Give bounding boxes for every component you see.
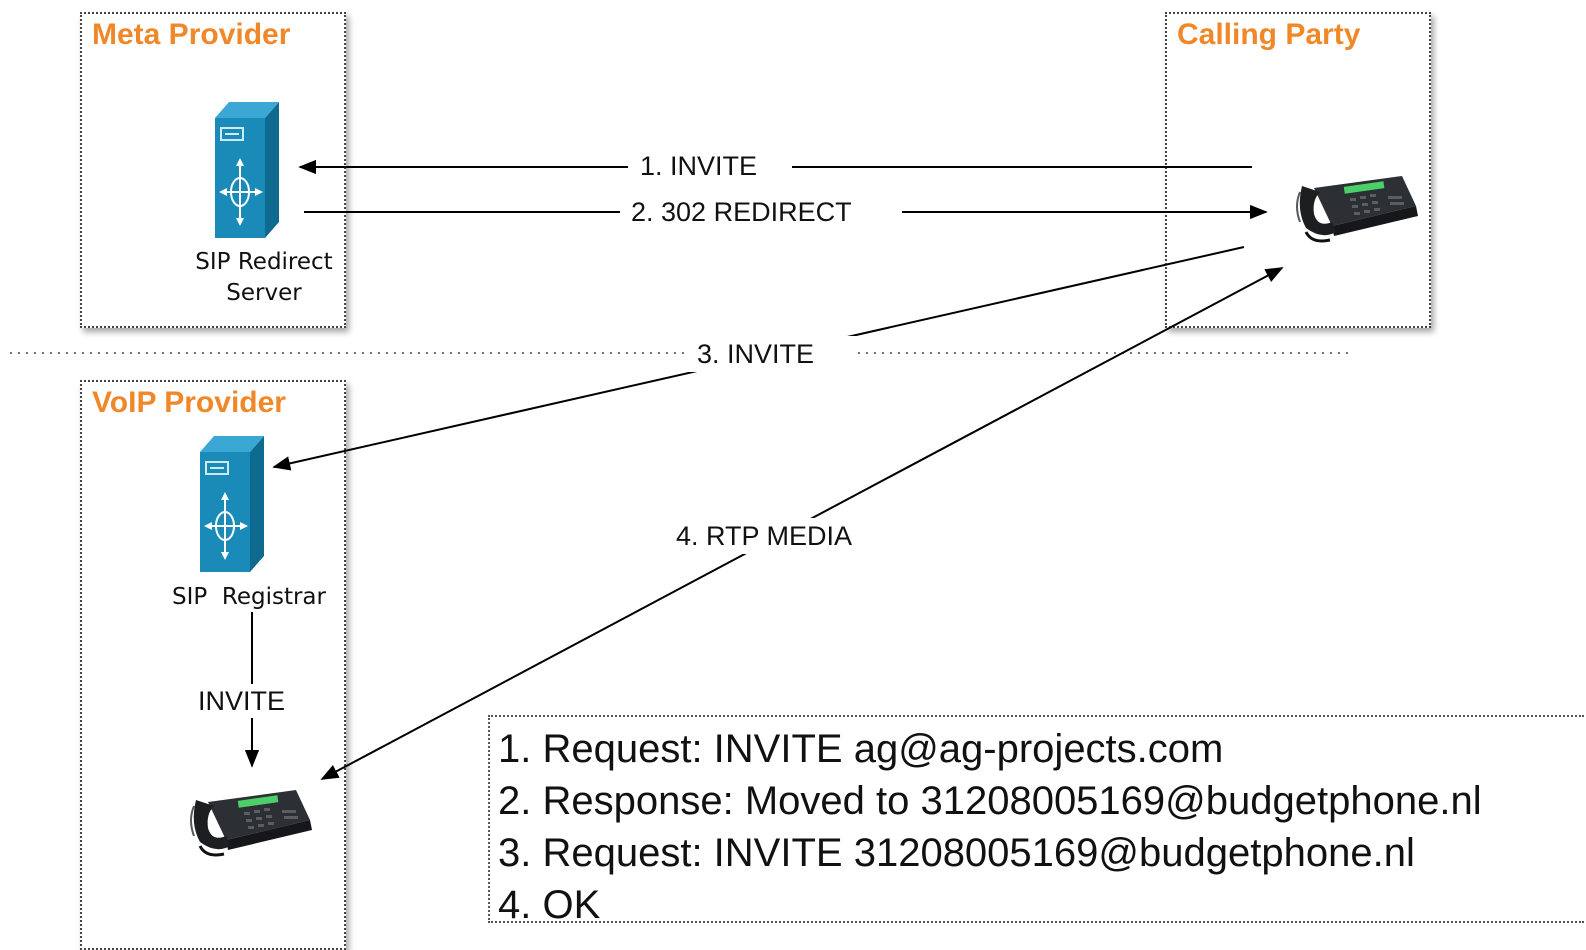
- calling-party-zone: Calling Party: [1165, 12, 1431, 328]
- arrow-label-1: 1. INVITE: [640, 151, 757, 181]
- redirect-server-label-line1: SIP Redirect: [195, 249, 332, 275]
- meta-provider-title: Meta Provider: [92, 18, 291, 51]
- legend-item-1: 1. Request: INVITE ag@ag-projects.com: [498, 727, 1224, 771]
- message-legend: 1. Request: INVITE ag@ag-projects.com 2.…: [488, 715, 1584, 927]
- legend-item-3: 3. Request: INVITE 31208005169@budgetpho…: [498, 831, 1415, 875]
- arrow-label-4: 4. RTP MEDIA: [676, 521, 852, 551]
- legend-item-4: 4. OK: [498, 883, 601, 927]
- calling-party-title: Calling Party: [1177, 18, 1361, 51]
- redirect-server-label-line2: Server: [226, 280, 302, 306]
- caller-desk-phone-icon: [1295, 174, 1420, 243]
- redirect-server-icon: [214, 101, 280, 239]
- registrar-server-icon: [199, 435, 265, 573]
- arrow-label-local: INVITE: [198, 686, 285, 716]
- legend-item-2: 2. Response: Moved to 31208005169@budget…: [498, 779, 1482, 823]
- callee-desk-phone-icon: [189, 788, 314, 857]
- voip-provider-title: VoIP Provider: [92, 386, 286, 419]
- arrow-label-2: 2. 302 REDIRECT: [631, 197, 852, 227]
- registrar-label: SIP Registrar: [172, 584, 327, 610]
- arrow-label-3: 3. INVITE: [697, 339, 814, 369]
